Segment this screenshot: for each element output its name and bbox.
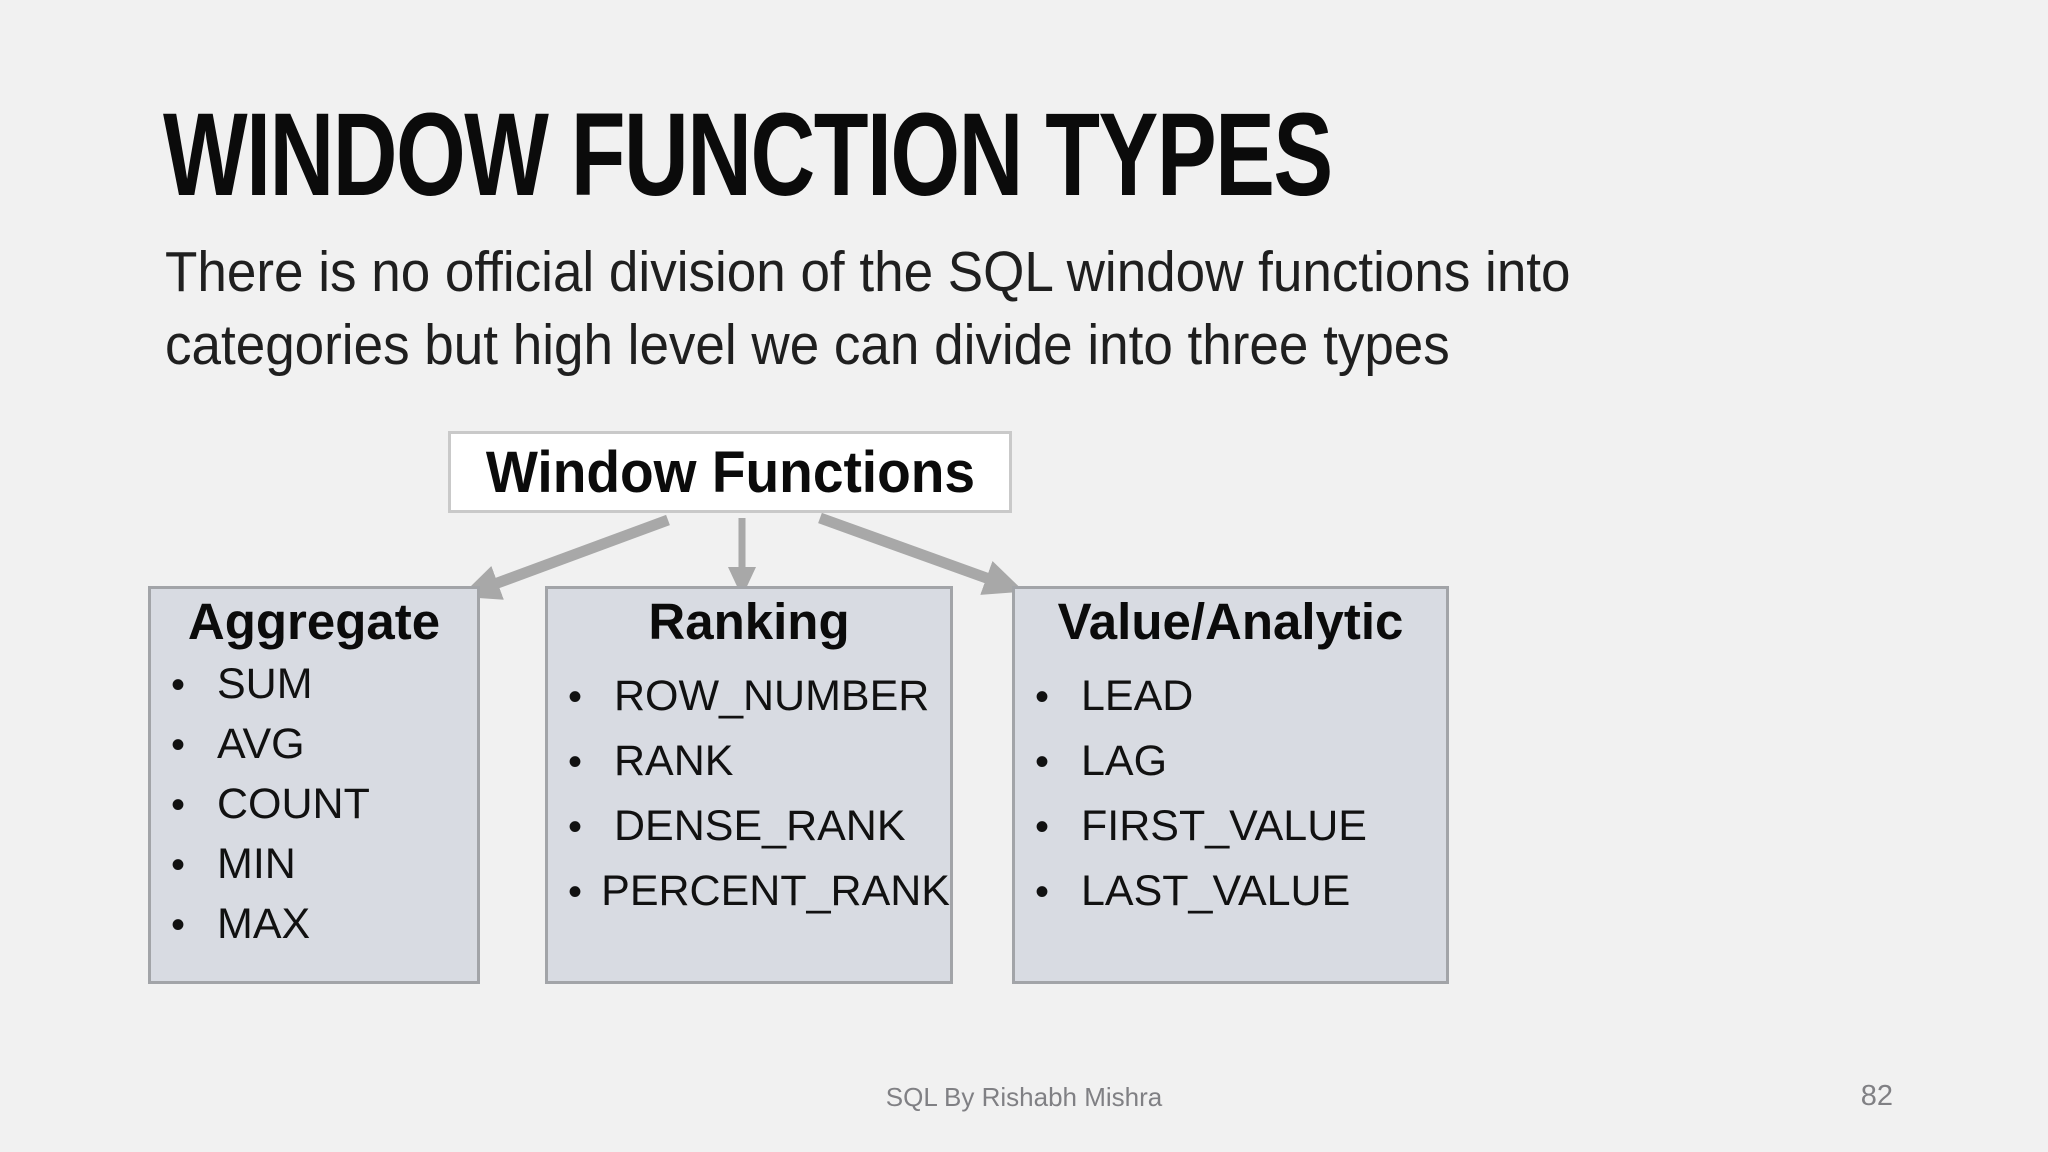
category-box-aggregate: Aggregate SUM AVG COUNT MIN MAX [148,586,480,984]
list-item: AVG [171,714,477,774]
list-item: LAST_VALUE [1035,859,1446,924]
item-label: DENSE_RANK [614,802,906,850]
list-item: DENSE_RANK [568,794,950,859]
category-title: Aggregate [187,593,441,650]
bullet-icon [1035,867,1081,916]
category-title: Value/Analytic [1057,593,1404,650]
list-item: ROW_NUMBER [568,664,950,729]
root-node-window-functions: Window Functions [448,431,1012,513]
item-label: MIN [217,839,296,888]
item-label: PERCENT_RANK [601,867,950,915]
category-title: Ranking [648,593,850,650]
list-item: MAX [171,894,477,954]
root-node-label: Window Functions [485,439,975,505]
item-label: LAG [1081,737,1168,785]
item-label: SUM [217,659,313,708]
bullet-icon [568,737,614,786]
page-number: 82 [1860,1080,1893,1112]
item-label: COUNT [217,779,370,828]
arrow-to-value-icon [818,512,1024,595]
list-item: PERCENT_RANK [568,859,950,924]
list-item: COUNT [171,774,477,834]
subtitle-line: categories but high level we can divide … [165,313,1450,377]
item-label: MAX [217,899,311,948]
bullet-icon [1035,737,1081,786]
bullet-icon [171,720,217,769]
subtitle: There is no official division of the SQL… [165,236,1571,382]
bullet-icon [568,802,614,851]
item-label: LAST_VALUE [1081,867,1351,915]
list-item: SUM [171,654,477,714]
category-item-list: SUM AVG COUNT MIN MAX [151,654,477,954]
item-label: AVG [217,719,305,768]
item-label: FIRST_VALUE [1081,802,1367,850]
list-item: MIN [171,834,477,894]
bullet-icon [1035,802,1081,851]
item-label: RANK [614,737,734,785]
page-title: WINDOW FUNCTION TYPES [163,89,1333,221]
bullet-icon [568,867,601,916]
list-item: RANK [568,729,950,794]
arrow-to-aggregate-icon [460,514,670,600]
footer-credit: SQL By Rishabh Mishra [885,1082,1163,1112]
bullet-icon [171,780,217,829]
category-box-value-analytic: Value/Analytic LEAD LAG FIRST_VALUE LAST… [1012,586,1449,984]
list-item: FIRST_VALUE [1035,794,1446,859]
category-item-list: LEAD LAG FIRST_VALUE LAST_VALUE [1015,664,1446,924]
bullet-icon [1035,672,1081,721]
subtitle-line: There is no official division of the SQL… [165,240,1571,304]
item-label: ROW_NUMBER [614,672,930,720]
bullet-icon [171,900,217,949]
bullet-icon [171,840,217,889]
list-item: LEAD [1035,664,1446,729]
item-label: LEAD [1081,672,1194,720]
category-item-list: ROW_NUMBER RANK DENSE_RANK PERCENT_RANK [548,664,950,924]
bullet-icon [171,660,217,709]
category-box-ranking: Ranking ROW_NUMBER RANK DENSE_RANK PERCE… [545,586,953,984]
list-item: LAG [1035,729,1446,794]
bullet-icon [568,672,614,721]
